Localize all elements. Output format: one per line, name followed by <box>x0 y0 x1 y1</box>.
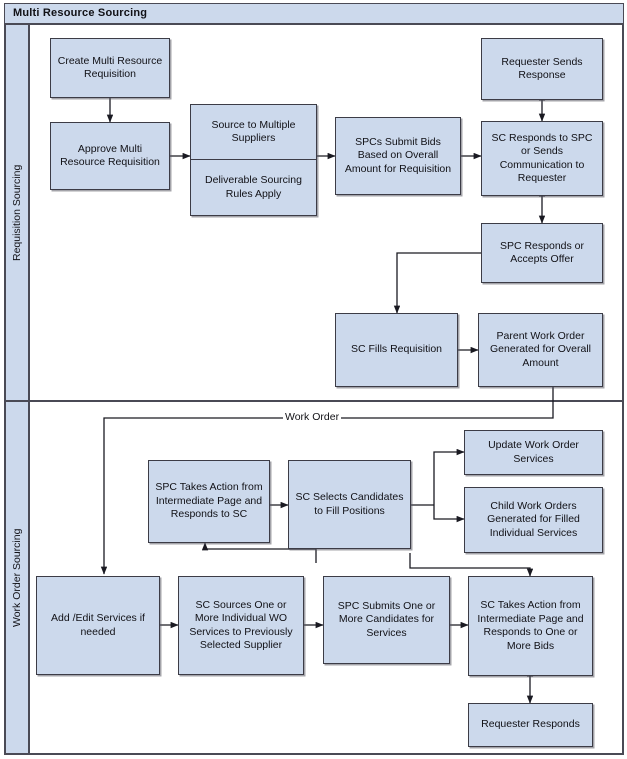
node-child-work-orders-generated[interactable]: Child Work Orders Generated for Filled I… <box>464 487 603 553</box>
node-spc-submits-candidates[interactable]: SPC Submits One or More Candidates for S… <box>323 576 450 664</box>
node-source-to-multiple-suppliers[interactable]: Source to Multiple Suppliers Deliverable… <box>190 104 317 216</box>
node-spc-responds-or-accepts-offer[interactable]: SPC Responds or Accepts Offer <box>481 223 603 283</box>
node-sc-selects-candidates[interactable]: SC Selects Candidates to Fill Positions <box>288 460 411 549</box>
node-spc-takes-action-intermediate[interactable]: SPC Takes Action from Intermediate Page … <box>148 460 270 543</box>
node-source-to-multiple-suppliers-label: Source to Multiple Suppliers <box>191 105 316 160</box>
node-requester-responds[interactable]: Requester Responds <box>468 703 593 747</box>
node-parent-work-order-generated[interactable]: Parent Work Order Generated for Overall … <box>478 313 603 387</box>
node-approve-multi-resource-requisition[interactable]: Approve Multi Resource Requisition <box>50 122 170 190</box>
node-sc-responds-to-spc[interactable]: SC Responds to SPC or Sends Communicatio… <box>481 121 603 196</box>
edge-label-work-order: Work Order <box>283 411 342 423</box>
node-sc-sources-one-or-more[interactable]: SC Sources One or More Individual WO Ser… <box>178 576 304 675</box>
pool-title: Multi Resource Sourcing <box>4 3 624 24</box>
node-spcs-submit-bids[interactable]: SPCs Submit Bids Based on Overall Amount… <box>335 117 461 195</box>
node-sc-takes-action-bids[interactable]: SC Takes Action from Intermediate Page a… <box>468 576 593 676</box>
node-requester-sends-response[interactable]: Requester Sends Response <box>481 38 603 100</box>
node-create-multi-resource-requisition[interactable]: Create Multi Resource Requisition <box>50 38 170 98</box>
lane-label-requisition-sourcing: Requisition Sourcing <box>5 24 29 401</box>
node-update-work-order-services[interactable]: Update Work Order Services <box>464 430 603 475</box>
node-sc-fills-requisition[interactable]: SC Fills Requisition <box>335 313 458 387</box>
node-add-edit-services[interactable]: Add /Edit Services if needed <box>36 576 160 675</box>
node-deliverable-sourcing-rules-apply: Deliverable Sourcing Rules Apply <box>205 174 302 200</box>
lane-label-work-order-sourcing: Work Order Sourcing <box>5 401 29 754</box>
